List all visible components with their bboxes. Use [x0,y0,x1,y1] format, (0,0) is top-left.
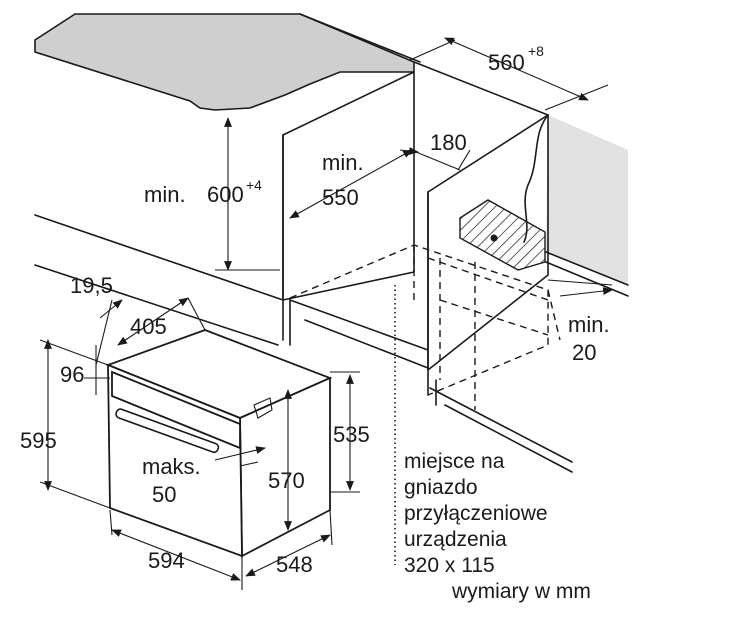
label-height-535: 535 [333,422,370,447]
note-line-5: 320 x 115 [404,554,495,577]
dashed-outline-top [289,244,549,396]
wall-edge-lower [545,261,629,297]
dim-line-560 [444,37,589,101]
ext-line-560-a [409,39,456,61]
base-line-right-2 [444,404,573,473]
dim-arrow-180-b [457,149,471,171]
oven-side-vent [253,397,273,419]
dim-line-20 [559,287,613,297]
label-depth-550: 550 [322,185,359,210]
dim-line-405 [117,297,189,346]
wall-edge [545,251,629,286]
label-depth-min: min. [322,150,364,175]
label-bottom-min: min. [568,312,610,337]
note-line-4: urządzenia [404,528,507,551]
dashed-line-3 [427,257,549,301]
label-height-570: 570 [268,468,305,493]
label-width-594: 594 [148,548,185,573]
label-width-560: 560 [488,50,525,75]
oven-control-panel [111,370,241,450]
oven-handle [115,408,220,454]
dashed-vertical-2 [547,289,561,341]
note-line-1: miejsce na [404,450,505,473]
ext-line-595-top [39,339,109,366]
ext-line-405 [187,297,206,331]
floor-line-back [34,214,284,301]
niche-floor-front [289,299,429,351]
label-gap-180: 180 [430,130,467,155]
label-panel-405: 405 [130,314,167,339]
note-line-2: gniazdo [404,476,478,499]
worktop [34,13,415,111]
dim-line-594 [111,529,241,581]
note-line-3: przyłączeniowe [404,502,548,525]
dashed-line-4 [439,299,549,336]
ext-line-595-bottom [39,481,111,509]
label-width-tolerance: +8 [528,43,544,59]
dim-line-548 [245,534,331,577]
niche-floor-line [304,319,429,369]
ext-line-594-a [109,509,113,536]
label-maks-50: 50 [152,482,176,507]
dim-arrow-180-a [399,147,419,155]
ext-line-548 [329,509,333,546]
side-wall [546,115,628,285]
label-top-96: 96 [60,362,84,387]
dim-line-180 [415,151,461,171]
units-note: wymiary w mm [451,580,591,603]
worktop-back-edge [413,61,549,116]
label-height-min: min. [144,182,186,207]
label-front-19-5: 19,5 [70,273,113,298]
dim-line-550 [289,149,413,219]
label-height-595: 595 [20,428,57,453]
label-height-600: 600 [207,182,244,207]
ext-line-560-b [544,84,609,111]
socket-icon [490,234,498,242]
socket-area-hatch [459,199,546,271]
ext-line-20 [547,279,613,286]
worktop-rear [299,13,421,63]
base-line-right [429,387,573,463]
label-depth-548: 548 [276,552,313,577]
label-maks: maks. [142,454,201,479]
dim-line-50 [214,446,266,461]
label-height-tolerance: +4 [246,177,262,193]
label-bottom-20: 20 [572,340,596,365]
dim-line-50-b [239,461,259,467]
